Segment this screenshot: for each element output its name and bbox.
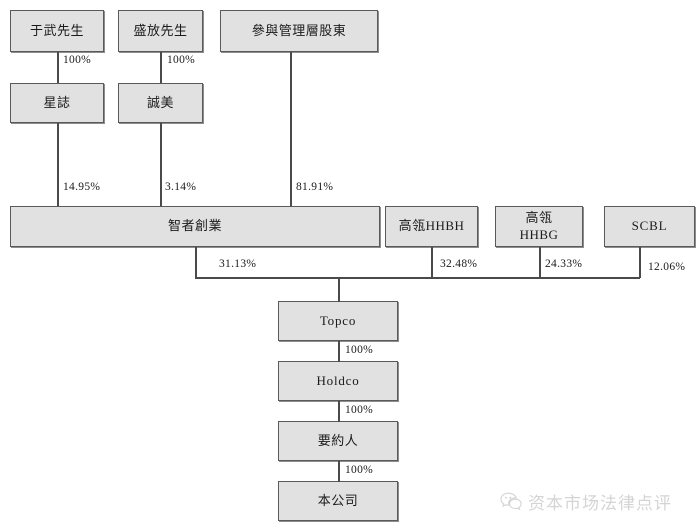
connector-c-scbl-bus <box>639 247 641 278</box>
node-label-hhbh: 高瓴HHBH <box>398 218 465 234</box>
percentage-label-pct-shengfang-chengmei: 100% <box>167 54 196 66</box>
connector-c-mgmt-zhizhe <box>290 52 292 206</box>
node-label-offeror: 要約人 <box>317 432 359 448</box>
percentage-label-pct-topco-holdco: 100% <box>345 344 374 356</box>
connector-c-zhizhe-bus <box>195 247 197 278</box>
node-holdco: Holdco <box>278 361 398 401</box>
node-label-shengfang: 盛放先生 <box>133 22 188 38</box>
node-chengmei: 誠美 <box>118 83 203 123</box>
connector-c-holdco-offeror <box>338 401 340 422</box>
connector-c-xingzhi-zhizhe <box>57 123 59 206</box>
watermark: 资本市场法律点评 <box>500 489 672 514</box>
node-label-yuwu: 于武先生 <box>29 22 84 38</box>
node-label-scbl: SCBL <box>631 218 668 234</box>
percentage-label-pct-zhizhe-topco: 31.13% <box>219 258 257 270</box>
percentage-label-pct-hhbh-topco: 32.48% <box>440 258 478 270</box>
percentage-label-pct-hhbg-topco: 24.33% <box>545 258 583 270</box>
node-yuwu: 于武先生 <box>10 10 104 52</box>
connector-c-shengfang-chengmei <box>160 52 162 83</box>
node-zhizhe: 智者創業 <box>10 206 380 247</box>
node-label-chengmei: 誠美 <box>146 94 174 110</box>
node-label-topco: Topco <box>319 312 357 328</box>
percentage-label-pct-offeror-company: 100% <box>345 464 374 476</box>
wechat-icon <box>500 492 522 511</box>
connector-c-yuwu-xingzhi <box>57 52 59 83</box>
percentage-label-pct-chengmei-zhizhe: 3.14% <box>165 181 197 193</box>
node-label-xingzhi: 星誌 <box>43 94 71 110</box>
percentage-label-pct-xingzhi-zhizhe: 14.95% <box>63 181 101 193</box>
connector-c-topco-holdco <box>338 341 340 362</box>
node-label-company: 本公司 <box>317 492 359 508</box>
node-label-holdco: Holdco <box>316 372 360 388</box>
node-topco: Topco <box>278 301 398 341</box>
watermark-text: 资本市场法律点评 <box>528 494 672 514</box>
percentage-label-pct-holdco-offeror: 100% <box>345 404 374 416</box>
percentage-label-pct-scbl-topco: 12.06% <box>648 261 686 273</box>
connector-c-hhbh-bus <box>431 247 433 278</box>
connector-c-bus-horizontal <box>195 277 640 279</box>
node-label-mgmt: 參與管理層股東 <box>251 22 347 38</box>
node-offeror: 要約人 <box>278 421 398 461</box>
percentage-label-pct-mgmt-zhizhe: 81.91% <box>296 181 334 193</box>
connector-c-offeror-company <box>338 461 340 482</box>
node-hhbh: 高瓴HHBH <box>385 206 478 247</box>
node-xingzhi: 星誌 <box>10 83 104 123</box>
percentage-label-pct-yuwu-xingzhi: 100% <box>63 54 92 66</box>
connector-c-chengmei-zhizhe <box>160 123 162 206</box>
connector-c-hhbg-bus <box>539 247 541 278</box>
node-label-hhbg: 高瓴 HHBG <box>519 210 559 242</box>
node-company: 本公司 <box>278 481 398 521</box>
node-scbl: SCBL <box>604 206 695 247</box>
node-mgmt: 參與管理層股東 <box>220 10 378 52</box>
node-shengfang: 盛放先生 <box>118 10 203 52</box>
node-hhbg: 高瓴 HHBG <box>495 206 583 247</box>
connector-c-bus-topco <box>338 277 340 302</box>
node-label-zhizhe: 智者創業 <box>167 218 222 234</box>
